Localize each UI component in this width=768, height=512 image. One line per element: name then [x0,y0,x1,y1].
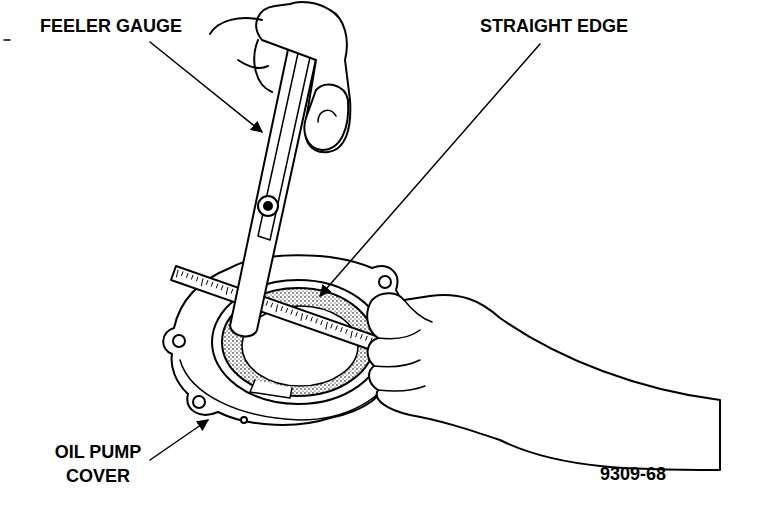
bore-notch [250,380,292,398]
figure-number: 9309-68 [600,462,666,486]
ruler-tick [326,322,328,329]
feeler-gauge-leaf [258,44,312,240]
ruler-tick [271,303,273,307]
ruler-tick [206,280,208,284]
ruler-tick [296,312,298,316]
ruler-tick [266,301,268,305]
ruler-tick [291,310,293,314]
ruler-tick [196,277,198,281]
ruler-tick [216,284,218,288]
pump-cover-flange [163,255,405,425]
ruler-tick [221,286,223,290]
bolt-hole [173,335,185,347]
feeler-gauge-blade [230,40,318,336]
feeler-gauge-pivot-center [264,202,272,210]
ruler-tick [211,282,213,286]
ruler-tick [361,335,363,339]
ruler-tick [306,315,308,319]
ruler-tick [301,314,303,321]
ruler-tick [356,333,358,337]
bolt-hole [379,276,391,288]
ruler-tick [321,321,323,325]
ruler-tick [351,331,353,338]
ruler-tick [177,270,179,277]
upper-hand [256,2,350,152]
ruler-tick [366,336,368,340]
bolt-hole [193,396,205,408]
ruler-tick [286,308,288,312]
straight-edge [171,266,396,357]
feeler-gauge-pivot [258,196,278,216]
ruler-tick [311,317,313,321]
corner-mark [4,39,10,41]
lower-hand [367,293,720,470]
ruler-tick [276,305,278,312]
straight-edge-ticks [177,270,393,349]
part-label: STRAIGHT EDGE [480,14,628,38]
leader-line [150,420,208,460]
thumbnail [318,110,336,122]
ruler-tick [316,319,318,323]
upper-hand-fingers [210,18,272,92]
ruler-tick [281,307,283,311]
part-label: OIL PUMP COVER [36,440,160,488]
ruler-tick [331,324,333,328]
bolt-hole [241,417,247,423]
ruler-tick [336,326,338,330]
lower-hand-fingers [374,300,432,391]
ruler-tick [226,287,228,294]
leader-line [320,44,540,296]
ruler-tick [181,272,183,276]
ruler-tick [186,273,188,277]
ruler-tick [346,329,348,333]
ruler-tick [201,279,203,286]
leader-line [150,42,262,132]
part-label: FEELER GAUGE [40,14,182,38]
upper-hand-thumb [304,85,348,150]
ruler-tick [341,328,343,332]
ruler-tick [191,275,193,279]
ruler-tick [231,289,233,293]
